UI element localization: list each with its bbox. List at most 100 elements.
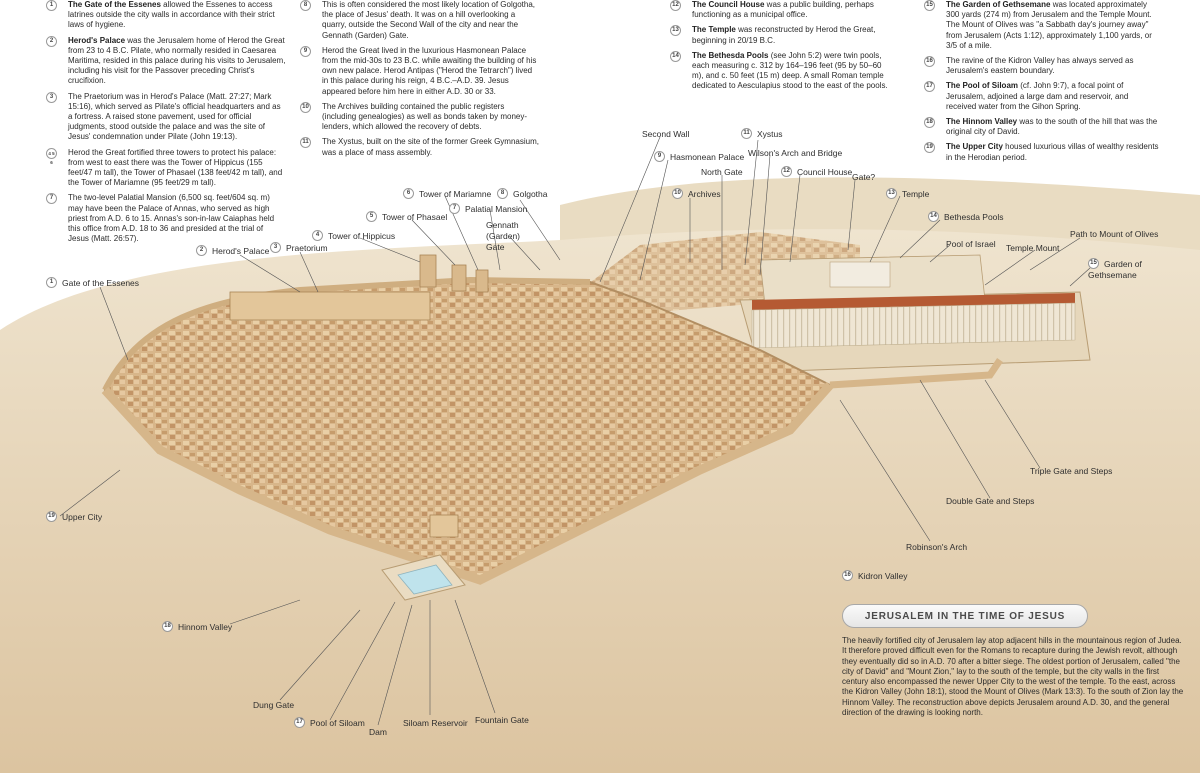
label-pool-of-israel: Pool of Israel <box>946 238 996 249</box>
label-gate: Gate? <box>852 171 876 182</box>
notes-column-4: 15 The Garden of Gethsemane was located … <box>924 0 1160 168</box>
note-lead: The Hinnom Valley <box>946 117 1018 127</box>
tower-mariamne <box>475 269 489 293</box>
temple-mount-platform <box>739 291 1091 373</box>
label-second-wall: Second Wall <box>642 128 690 139</box>
note-lead: The Garden of Gethsemane <box>946 0 1051 9</box>
notes-panel: 1 The Gate of the Essenes allowed the Es… <box>0 0 1200 243</box>
note-number: 9 <box>300 45 311 57</box>
note-number: 18 <box>924 117 935 129</box>
note-lead: The Gate of the Essenes <box>68 0 161 9</box>
note-text: Herod the Great lived in the luxurious H… <box>322 45 537 96</box>
map-caption: The heavily fortified city of Jerusalem … <box>842 636 1184 718</box>
note-number: 10 <box>300 101 311 113</box>
north-wall <box>102 276 591 392</box>
note-text: Herod the Great fortified three towers t… <box>68 147 283 188</box>
label-triple-gate: Triple Gate and Steps <box>1030 465 1113 476</box>
note-text: was a public building, perhaps functioni… <box>692 0 874 20</box>
note-text: allowed the Essenes to access latrines o… <box>68 0 275 30</box>
label-siloam-reservoir: Siloam Reservoir <box>403 717 468 728</box>
note-text: The Praetorium was in Herod's Palace (Ma… <box>68 91 281 142</box>
note-item: 10 The Archives building contained the p… <box>300 101 540 133</box>
label-dung-gate: Dung Gate <box>253 699 295 710</box>
label-dam: Dam <box>369 726 387 737</box>
distant-hills <box>560 177 1200 330</box>
note-item: 12 The Council House was a public buildi… <box>670 0 890 20</box>
pool-siloam-court <box>381 554 466 601</box>
note-text: (cf. John 9:7), a focal point of Jerusal… <box>946 81 1129 111</box>
note-number: 2 <box>46 35 57 47</box>
note-item: 3 The Praetorium was in Herod's Palace (… <box>46 91 286 143</box>
note-item: 4 5 6 Herod the Great fortified three to… <box>46 147 286 189</box>
note-text: was located approximately 300 yards (274… <box>946 0 1152 50</box>
note-item: 7 The two-level Palatial Mansion (6,500 … <box>46 193 286 244</box>
note-text: The ravine of the Kidron Valley has alwa… <box>946 56 1134 76</box>
note-lead: The Council House <box>692 0 765 9</box>
note-text: The Xystus, built on the site of the for… <box>322 137 539 157</box>
note-number: 4 5 6 <box>46 147 57 165</box>
note-text: was reconstructed by Herod the Great, be… <box>692 25 876 45</box>
notes-column-2: 8 This is often considered the most like… <box>300 0 540 163</box>
south-wall <box>101 382 834 585</box>
note-item: 18 The Hinnom Valley was to the south of… <box>924 117 1160 137</box>
note-number: 19 <box>924 142 935 154</box>
siloam-tower <box>429 514 459 538</box>
note-lead: The Bethesda Pools <box>692 50 769 60</box>
label-temple-mount: Temple Mount <box>1006 242 1060 253</box>
label-north-gate: North Gate <box>701 166 743 177</box>
notes-column-1: 1 The Gate of the Essenes allowed the Es… <box>46 0 286 249</box>
label-wilsons-arch: Wilson's Arch and Bridge <box>748 147 843 158</box>
note-item: 16 The ravine of the Kidron Valley has a… <box>924 56 1160 76</box>
note-item: 2 Herod's Palace was the Jerusalem home … <box>46 35 286 87</box>
note-item: 14 The Bethesda Pools (see John 5:2) wer… <box>670 50 890 92</box>
label-double-gate: Double Gate and Steps <box>946 495 1035 506</box>
royal-stoa-roof <box>752 293 1075 310</box>
note-item: 9 Herod the Great lived in the luxurious… <box>300 45 540 97</box>
north-city <box>580 232 860 315</box>
note-item: 19 The Upper City housed luxurious villa… <box>924 142 1160 162</box>
herods-palace-complex <box>229 291 431 321</box>
tower-hippicus <box>419 254 437 288</box>
note-number: 13 <box>670 25 681 37</box>
pool-siloam-water <box>397 564 453 595</box>
label-fountain-gate: Fountain Gate <box>475 714 529 725</box>
note-item: 17 The Pool of Siloam (cf. John 9:7), a … <box>924 81 1160 112</box>
note-text: The two-level Palatial Mansion (6,500 sq… <box>68 193 275 244</box>
map-title: JERUSALEM IN THE TIME OF JESUS <box>842 604 1088 628</box>
note-lead: The Upper City <box>946 142 1003 152</box>
note-item: 8 This is often considered the most like… <box>300 0 540 41</box>
label-gennath-gate: Gennath (Garden) Gate <box>486 219 521 252</box>
note-lead: The Pool of Siloam <box>946 81 1019 91</box>
note-text: (see John 5:2) were twin pools, each mea… <box>692 50 888 91</box>
note-item: 15 The Garden of Gethsemane was located … <box>924 0 1160 51</box>
city-houses <box>103 278 832 582</box>
note-lead: Herod's Palace <box>68 35 126 45</box>
note-number: 14 <box>670 50 681 62</box>
note-text: was to the south of the hill that was th… <box>946 117 1158 137</box>
note-item: 1 The Gate of the Essenes allowed the Es… <box>46 0 286 31</box>
note-item: 11 The Xystus, built on the site of the … <box>300 137 540 157</box>
tower-phasael <box>451 264 467 292</box>
note-number: 3 <box>46 91 57 103</box>
temple-sanctuary <box>829 261 891 288</box>
note-number: 7 <box>46 193 57 205</box>
notes-column-3: 12 The Council House was a public buildi… <box>670 0 890 97</box>
note-number: 11 <box>300 137 311 149</box>
